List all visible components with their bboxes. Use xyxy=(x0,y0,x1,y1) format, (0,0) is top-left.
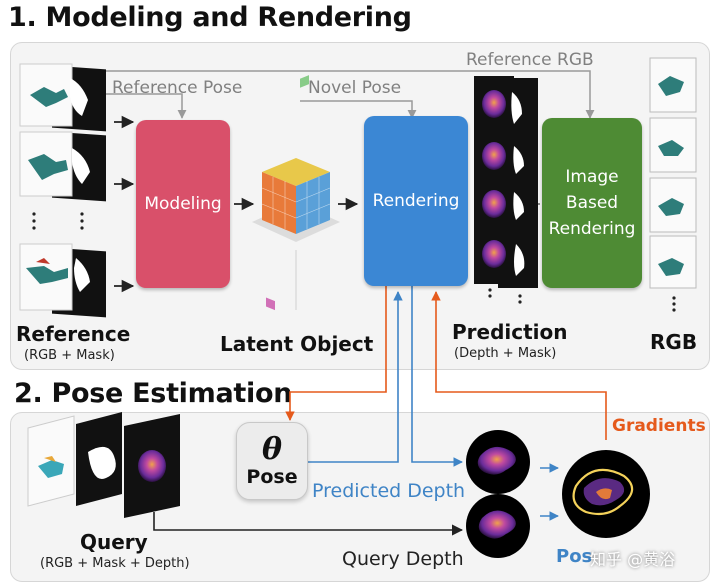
ibr-line2: Based xyxy=(565,193,619,213)
ibr-line1: Image xyxy=(565,167,619,187)
reference-pose-label: Reference Pose xyxy=(112,78,243,98)
reference-caption: Reference xyxy=(16,322,131,346)
reference-rgb-line xyxy=(106,70,595,119)
section1-title: 1. Modeling and Rendering xyxy=(8,2,412,33)
query-depth-circle xyxy=(466,494,530,558)
rgb-output-stack xyxy=(649,57,697,312)
pose-label: Pose xyxy=(246,466,298,488)
reference-image-1 xyxy=(19,63,106,132)
theta-symbol: θ xyxy=(261,432,282,467)
query-caption: Query xyxy=(80,530,148,554)
reference-rgb-label: Reference RGB xyxy=(466,50,594,70)
reference-image-2 xyxy=(19,131,106,202)
novel-pose-label: Novel Pose xyxy=(308,78,402,98)
modeling-module: Modeling xyxy=(136,120,230,288)
pose-error-circle xyxy=(562,450,650,538)
predicted-depth-arrow xyxy=(308,286,559,521)
predicted-depth-circle xyxy=(466,430,530,494)
query-depth-arrow xyxy=(153,512,464,536)
ellipsis-icon xyxy=(32,212,84,230)
arrow-icon xyxy=(114,115,359,293)
gradient-arrows xyxy=(285,286,607,440)
rgb-caption: RGB xyxy=(650,330,698,354)
prediction-caption: Prediction xyxy=(452,320,568,344)
prediction-subcaption: (Depth + Mask) xyxy=(454,346,557,361)
query-subcaption: (RGB + Mask + Depth) xyxy=(40,556,190,571)
section2-title: 2. Pose Estimation xyxy=(14,378,293,409)
latent-caption: Latent Object xyxy=(220,332,374,356)
ibr-module: Image Based Rendering xyxy=(542,118,642,288)
predicted-depth-label: Predicted Depth xyxy=(312,480,466,502)
pose-error-label: Pos xyxy=(556,546,593,567)
gradients-label: Gradients xyxy=(612,416,706,436)
reference-subcaption: (RGB + Mask) xyxy=(24,348,115,363)
query-depth-label: Query Depth xyxy=(342,548,464,570)
ibr-line3: Rendering xyxy=(548,219,636,239)
query-images xyxy=(27,412,180,518)
novel-pose-line xyxy=(300,100,417,119)
cube-icon xyxy=(252,75,340,311)
watermark: 知乎 @黄浴 xyxy=(590,550,676,569)
prediction-stack xyxy=(474,76,538,304)
pose-box: θ Pose xyxy=(236,422,308,500)
rendering-module: Rendering xyxy=(364,116,468,286)
reference-image-3 xyxy=(19,243,106,318)
